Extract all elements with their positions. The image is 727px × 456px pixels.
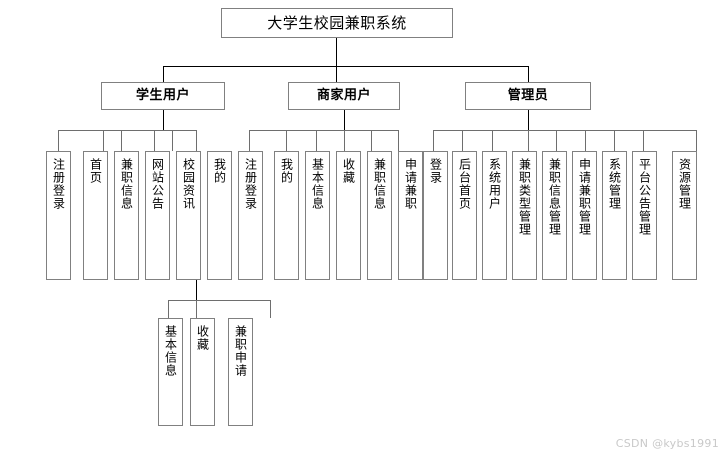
node-student-my-child-0-label: 基本信息 (163, 325, 178, 377)
node-admin-child-2[interactable]: 系统用户 (482, 151, 507, 280)
node-admin-child-0-label: 登录 (428, 158, 443, 184)
node-admin-child-2-label: 系统用户 (487, 158, 502, 210)
connector-my-bus (168, 300, 270, 301)
node-student-child-2[interactable]: 兼职信息 (114, 151, 139, 280)
connector-merchant-drop-3 (344, 130, 345, 151)
node-merchant-child-5-label: 申请兼职 (403, 158, 418, 210)
node-merchant-child-0[interactable]: 注册登录 (238, 151, 263, 280)
connector-admin-drop-6 (614, 130, 615, 151)
node-merchant-child-2[interactable]: 基本信息 (305, 151, 330, 280)
node-admin-child-3-label: 兼职类型管理 (517, 158, 532, 236)
connector-merchant-stem (344, 110, 345, 130)
node-merchant-child-3-label: 收藏 (341, 158, 356, 184)
node-student-my-child-2-label: 兼职申请 (233, 325, 248, 377)
node-admin-child-8-label: 资源管理 (677, 158, 692, 210)
connector-student-drop-1 (103, 130, 104, 151)
node-admin-child-5-label: 申请兼职管理 (577, 158, 592, 236)
node-admin-child-1[interactable]: 后台首页 (452, 151, 477, 280)
connector-student-stem (163, 110, 164, 130)
node-student-my-child-1[interactable]: 收藏 (190, 318, 215, 426)
node-merchant-child-1[interactable]: 我的 (274, 151, 299, 280)
connector-level2-bus (163, 66, 528, 67)
node-student-child-5-label: 我的 (212, 158, 227, 184)
connector-student-bus (58, 130, 197, 131)
node-admin-child-7[interactable]: 平台公告管理 (632, 151, 657, 280)
node-merchant-child-3[interactable]: 收藏 (336, 151, 361, 280)
node-student-user[interactable]: 学生用户 (101, 82, 225, 110)
node-merchant-child-2-label: 基本信息 (310, 158, 325, 210)
node-root-label: 大学生校园兼职系统 (267, 13, 407, 32)
node-admin-child-8[interactable]: 资源管理 (672, 151, 697, 280)
connector-admin-drop-1 (462, 130, 463, 151)
connector-root-stem (336, 38, 337, 66)
watermark: CSDN @kybs1991 (615, 437, 719, 450)
connector-to-merchant (336, 66, 337, 82)
node-merchant-child-1-label: 我的 (279, 158, 294, 184)
node-root[interactable]: 大学生校园兼职系统 (221, 8, 453, 38)
connector-admin-drop-8 (696, 130, 697, 151)
connector-to-student (163, 66, 164, 82)
node-student-child-1[interactable]: 首页 (83, 151, 108, 280)
connector-my-drop-2 (270, 300, 271, 318)
connector-student-drop-3 (154, 130, 155, 151)
connector-merchant-bus (249, 130, 398, 131)
connector-merchant-drop-2 (316, 130, 317, 151)
connector-merchant-drop-4 (371, 130, 372, 151)
node-merchant-child-4-label: 兼职信息 (372, 158, 387, 210)
node-merchant-user-label: 商家用户 (316, 87, 371, 103)
node-student-child-5[interactable]: 我的 (207, 151, 232, 280)
node-student-child-1-label: 首页 (88, 158, 103, 184)
node-admin-child-6[interactable]: 系统管理 (602, 151, 627, 280)
node-admin-child-1-label: 后台首页 (457, 158, 472, 210)
node-admin-user-label: 管理员 (507, 87, 549, 103)
node-student-my-child-2[interactable]: 兼职申请 (228, 318, 253, 426)
connector-admin-stem (528, 110, 529, 130)
connector-admin-drop-2 (492, 130, 493, 151)
connector-admin-drop-7 (643, 130, 644, 151)
connector-admin-drop-0 (433, 130, 434, 151)
connector-admin-drop-5 (585, 130, 586, 151)
node-admin-child-3[interactable]: 兼职类型管理 (512, 151, 537, 280)
connector-merchant-drop-5 (398, 130, 399, 151)
node-student-child-3-label: 网站公告 (150, 158, 165, 210)
node-merchant-child-0-label: 注册登录 (243, 158, 258, 210)
connector-admin-drop-3 (528, 130, 529, 151)
connector-merchant-drop-1 (286, 130, 287, 151)
node-student-child-0-label: 注册登录 (51, 158, 66, 210)
node-student-child-3[interactable]: 网站公告 (145, 151, 170, 280)
node-student-user-label: 学生用户 (135, 87, 190, 103)
connector-my-drop-1 (196, 300, 197, 318)
node-admin-child-4[interactable]: 兼职信息管理 (542, 151, 567, 280)
connector-my-stem (196, 280, 197, 300)
node-admin-child-7-label: 平台公告管理 (637, 158, 652, 236)
node-student-child-4[interactable]: 校园资讯 (176, 151, 201, 280)
node-admin-child-0[interactable]: 登录 (423, 151, 448, 280)
node-student-child-4-label: 校园资讯 (181, 158, 196, 210)
connector-student-drop-5 (196, 130, 197, 151)
connector-my-drop-0 (168, 300, 169, 318)
node-student-my-child-0[interactable]: 基本信息 (158, 318, 183, 426)
node-admin-child-4-label: 兼职信息管理 (547, 158, 562, 236)
connector-student-drop-4 (172, 130, 173, 151)
connector-admin-bus (433, 130, 696, 131)
connector-admin-drop-4 (556, 130, 557, 151)
node-merchant-child-4[interactable]: 兼职信息 (367, 151, 392, 280)
connector-student-drop-2 (121, 130, 122, 151)
connector-student-drop-0 (58, 130, 59, 151)
node-merchant-user[interactable]: 商家用户 (288, 82, 400, 110)
connector-merchant-drop-0 (249, 130, 250, 151)
node-merchant-child-5[interactable]: 申请兼职 (398, 151, 423, 280)
node-student-child-2-label: 兼职信息 (119, 158, 134, 210)
node-admin-child-6-label: 系统管理 (607, 158, 622, 210)
node-student-my-child-1-label: 收藏 (195, 325, 210, 351)
node-admin-child-5[interactable]: 申请兼职管理 (572, 151, 597, 280)
node-admin-user[interactable]: 管理员 (465, 82, 591, 110)
node-student-child-0[interactable]: 注册登录 (46, 151, 71, 280)
connector-to-admin (528, 66, 529, 82)
